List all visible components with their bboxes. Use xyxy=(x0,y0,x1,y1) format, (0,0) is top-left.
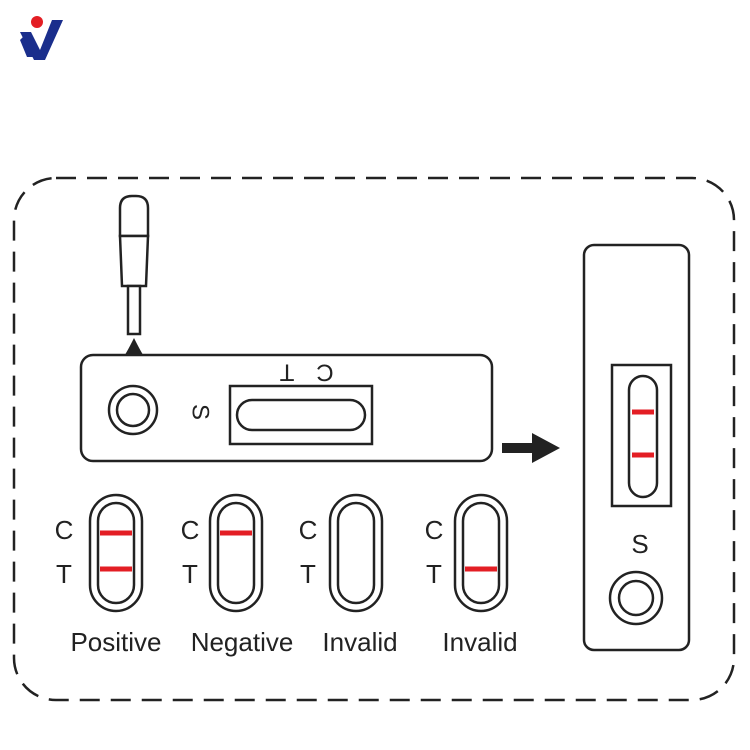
result-item-positive: C T Positive xyxy=(55,493,162,657)
pipette-dropper-icon xyxy=(118,194,150,336)
result-t-label: T xyxy=(56,559,72,589)
result-strip-outer xyxy=(453,493,509,613)
reading-sample-well xyxy=(608,570,664,626)
test-strip xyxy=(235,398,367,432)
control-label: C xyxy=(316,359,333,386)
result-label: Invalid xyxy=(322,627,397,657)
result-item-invalid-no-bands: C T Invalid xyxy=(299,493,398,657)
reading-result-window xyxy=(610,363,673,508)
arrow-right-icon xyxy=(502,433,560,463)
result-strip-outer xyxy=(208,493,264,613)
result-strip-inner xyxy=(461,501,501,605)
result-label: Negative xyxy=(191,627,294,657)
result-window xyxy=(228,384,374,446)
result-label: Invalid xyxy=(442,627,517,657)
sample-well-label: S xyxy=(187,404,214,420)
result-c-label: C xyxy=(55,515,74,545)
result-strip-outer xyxy=(88,493,144,613)
result-t-label: T xyxy=(300,559,316,589)
result-strip-inner xyxy=(216,501,256,605)
result-item-negative: C T Negative xyxy=(181,493,294,657)
dashed-frame xyxy=(12,176,736,702)
result-c-label: C xyxy=(299,515,318,545)
result-c-label: C xyxy=(425,515,444,545)
reading-test-strip xyxy=(627,374,659,499)
test-label: T xyxy=(279,359,294,386)
reading-cassette: S xyxy=(582,243,691,652)
result-strip-inner xyxy=(336,501,376,605)
result-strip-outer xyxy=(328,493,384,613)
result-strip-inner xyxy=(96,501,136,605)
result-c-label: C xyxy=(181,515,200,545)
test-cassette: S C T xyxy=(79,353,494,463)
result-label: Positive xyxy=(70,627,161,657)
result-t-label: T xyxy=(182,559,198,589)
reading-sample-well-label: S xyxy=(631,529,648,559)
result-item-invalid-test-only: C T Invalid xyxy=(425,493,518,657)
result-t-label: T xyxy=(426,559,442,589)
brand-logo-icon xyxy=(20,16,63,60)
sample-well xyxy=(107,384,159,436)
